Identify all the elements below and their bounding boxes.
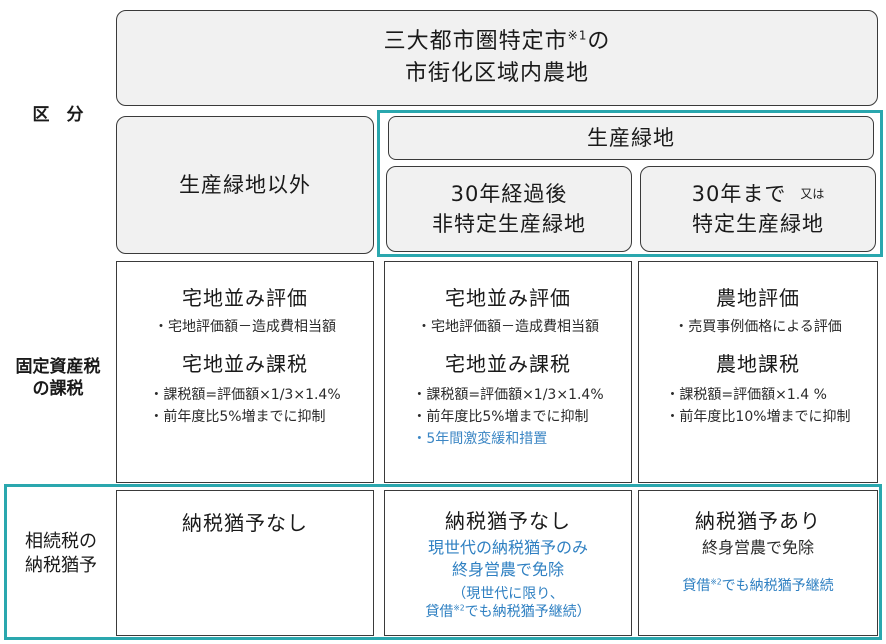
header-urban-farmland: 三大都市圏特定市※1の 市街化区域内農地 xyxy=(116,10,878,106)
no-deferral-title: 納税猶予なし xyxy=(172,509,324,537)
row-label-fixed-asset-tax: 固定資産税 の課税 xyxy=(0,356,116,400)
inheritance-tax-label-line1: 相続税の xyxy=(25,531,97,552)
category-label: 区 分 xyxy=(32,105,84,125)
inheritance-col1: 納税猶予なし xyxy=(116,490,374,636)
transition-measure-note: ・5年間激変緩和措置 xyxy=(412,431,548,447)
deferral-available-title: 納税猶予あり xyxy=(685,507,837,535)
fixed-asset-tax-label-line2: の課税 xyxy=(32,379,84,399)
header-urban-farmland-line1: 三大都市圏特定市※1の xyxy=(383,28,611,54)
eval-title: 宅地並み評価 xyxy=(435,284,587,312)
tax-title: 農地課税 xyxy=(706,350,816,378)
row-label-inheritance-tax: 相続税の 納税猶予 xyxy=(8,530,114,578)
fixed-asset-tax-label-line1: 固定資産税 xyxy=(15,357,101,377)
eval-title: 農地評価 xyxy=(706,284,816,312)
header-after-30-years: 30年経過後 非特定生産緑地 xyxy=(386,166,632,252)
header-until-30-years: 30年まで又は 特定生産緑地 xyxy=(640,166,876,252)
inheritance-col2: 納税猶予なし 現世代の納税猶予のみ 終身営農で免除 （現世代に限り、 貸借※2で… xyxy=(384,490,632,636)
footnote-2-mark: ※2 xyxy=(453,603,465,613)
eval-title: 宅地並み評価 xyxy=(172,284,324,312)
header-non-productive-green: 生産緑地以外 xyxy=(116,116,374,254)
fixed-asset-col3: 農地評価 ・売買事例価格による評価 農地課税 ・課税額=評価額×1.4 % ・前… xyxy=(638,261,878,483)
fixed-asset-col1: 宅地並み評価 ・宅地評価額－造成費相当額 宅地並み課税 ・課税額=評価額×1/3… xyxy=(116,261,374,483)
footnote-1-mark: ※1 xyxy=(567,28,588,43)
or-note: 又は xyxy=(800,187,825,201)
header-urban-farmland-line2: 市街化区域内農地 xyxy=(404,61,589,86)
footnote-2-mark: ※2 xyxy=(710,577,722,587)
row-label-category: 区 分 xyxy=(18,104,98,126)
tax-title: 宅地並み課税 xyxy=(435,350,587,378)
productive-green-group xyxy=(377,110,883,257)
fixed-asset-col2: 宅地並み評価 ・宅地評価額－造成費相当額 宅地並み課税 ・課税額=評価額×1/3… xyxy=(384,261,632,483)
inheritance-tax-group xyxy=(4,484,882,640)
tax-title: 宅地並み課税 xyxy=(172,350,324,378)
no-deferral-title: 納税猶予なし xyxy=(435,507,587,535)
header-productive-green: 生産緑地 xyxy=(388,116,874,160)
inheritance-col3: 納税猶予あり 終身営農で免除 貸借※2でも納税猶予継続 xyxy=(638,490,878,636)
inheritance-tax-label-line2: 納税猶予 xyxy=(25,555,97,576)
